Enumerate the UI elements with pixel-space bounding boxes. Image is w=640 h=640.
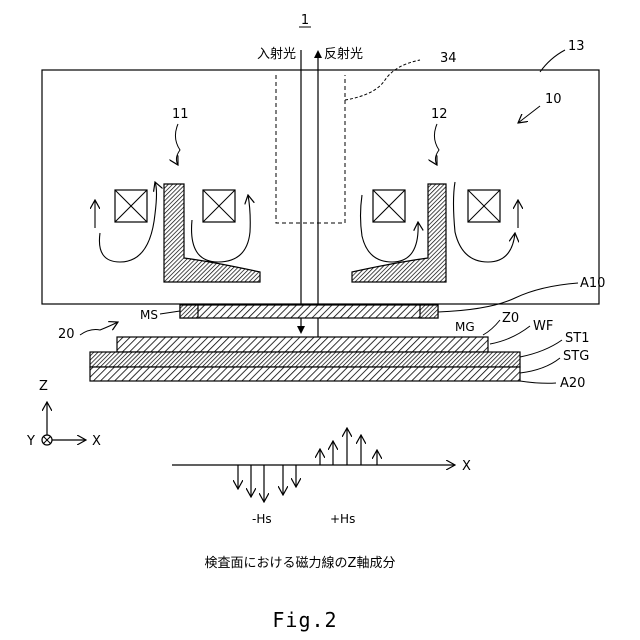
axis-z-label: Z <box>39 379 48 394</box>
stage-st1 <box>90 352 520 367</box>
reflected-light-label: 反射光 <box>324 46 363 62</box>
ref-stg: STG <box>563 349 589 364</box>
leader-13 <box>540 50 565 72</box>
leader-z0 <box>483 320 500 335</box>
leader-wf <box>490 326 530 344</box>
ms-edge-left <box>180 305 198 318</box>
leader-34 <box>345 60 420 100</box>
ref-st1: ST1 <box>565 331 589 346</box>
caption: 検査面における磁力線のZ軸成分 <box>205 555 396 571</box>
axis-x-label: X <box>92 434 101 449</box>
ref-mg: MG <box>455 320 475 334</box>
leader-stg <box>520 358 560 373</box>
coordinate-axes <box>42 402 86 445</box>
plate-a10 <box>180 305 438 318</box>
ref-wf: WF <box>533 319 553 334</box>
ref-z0: Z0 <box>502 311 519 326</box>
stage-stg <box>90 367 520 381</box>
magnet-unit-12 <box>352 182 518 282</box>
graph-x-label: X <box>462 459 471 474</box>
housing-13 <box>42 70 599 304</box>
leader-st1 <box>520 340 562 357</box>
device-number: 1 <box>301 13 309 28</box>
arrow-11 <box>175 124 180 165</box>
ref-12: 12 <box>431 107 448 122</box>
ref-34: 34 <box>440 51 457 66</box>
leader-a10 <box>438 283 578 312</box>
graph-neg-label: -Hs <box>252 512 272 526</box>
dashed-region-34 <box>276 75 345 223</box>
arrow-10 <box>518 106 540 123</box>
arrow-12 <box>434 124 439 165</box>
ref-ms: MS <box>140 308 158 322</box>
ref-a20: A20 <box>560 376 585 391</box>
figure-label: Fig.2 <box>272 608 337 632</box>
ref-20: 20 <box>58 327 75 342</box>
ref-11: 11 <box>172 107 189 122</box>
ref-a10: A10 <box>580 276 605 291</box>
wafer-wf <box>117 337 488 352</box>
arrow-20 <box>80 322 118 335</box>
magnet-unit-11 <box>95 182 260 282</box>
ref-13: 13 <box>568 39 585 54</box>
leader-a20 <box>520 381 556 383</box>
ref-10: 10 <box>545 92 562 107</box>
leader-ms <box>160 311 180 314</box>
ms-edge-right <box>420 305 438 318</box>
incident-light-label: 入射光 <box>257 46 296 62</box>
axis-y-label: Y <box>26 434 35 449</box>
field-graph <box>172 428 455 502</box>
graph-pos-label: +Hs <box>330 512 355 526</box>
